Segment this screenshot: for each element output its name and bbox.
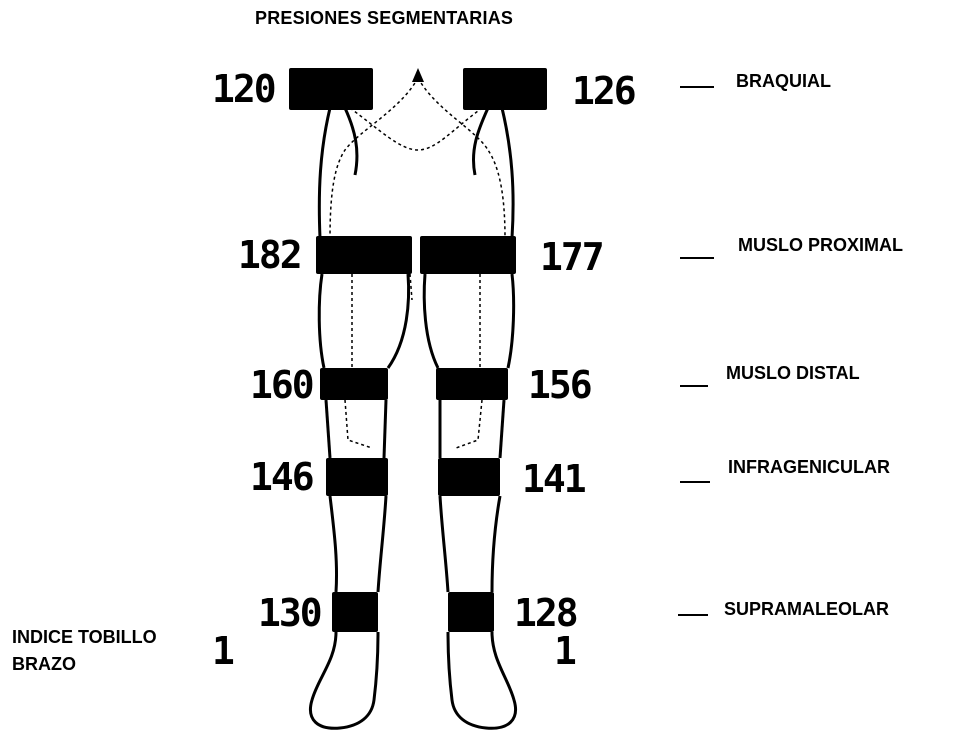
left-calf-inner xyxy=(440,496,448,592)
infragenicular-label: INFRAGENICULAR xyxy=(728,458,890,476)
left-foot xyxy=(448,632,516,728)
supramaleolar-leader xyxy=(678,614,708,616)
braquial-right-value: 120 xyxy=(212,70,275,108)
right-leg-inner xyxy=(388,274,409,368)
right-arm-outline xyxy=(502,108,513,238)
right-calf-inner xyxy=(378,496,386,592)
right-leg-outer xyxy=(319,274,324,368)
cuff-braquial-right xyxy=(289,68,373,110)
supramaleolar-label: SUPRAMALEOLAR xyxy=(724,600,889,618)
muslo-proximal-leader xyxy=(680,257,714,259)
supramaleolar-left-value: 128 xyxy=(514,594,577,632)
legs-outline xyxy=(310,108,515,728)
supramaleolar-right-value: 130 xyxy=(258,594,321,632)
right-knee-inner xyxy=(384,400,386,458)
right-knee-outer xyxy=(326,400,330,458)
left-leg-inner xyxy=(424,274,438,368)
braquial-label: BRAQUIAL xyxy=(736,72,831,90)
abi-label-line2: BRAZO xyxy=(12,651,157,678)
torso-inner-right xyxy=(473,108,488,175)
braquial-leader xyxy=(680,86,714,88)
muslo-distal-left-value: 156 xyxy=(528,366,591,404)
cuff-muslo-distal-left xyxy=(436,368,508,400)
left-knee-outer xyxy=(500,400,504,458)
left-arm-outline xyxy=(319,108,330,238)
muslo-distal-label: MUSLO DISTAL xyxy=(726,364,860,382)
infragenicular-left-value: 141 xyxy=(522,460,585,498)
infragenicular-right-value: 146 xyxy=(250,458,313,496)
cuff-supramaleolar-right xyxy=(332,592,378,632)
abi-label-line1: INDICE TOBILLO xyxy=(12,624,157,651)
left-calf-outer xyxy=(492,496,500,592)
cuff-muslo-proximal-left xyxy=(420,236,516,274)
cuff-infragenicular-left xyxy=(438,458,500,496)
left-leg-outer xyxy=(508,274,514,368)
cuff-muslo-distal-right xyxy=(320,368,388,400)
abi-left-value: 1 xyxy=(554,632,575,670)
muslo-distal-leader xyxy=(680,385,708,387)
cuff-braquial-left xyxy=(463,68,547,110)
pressure-cuffs xyxy=(289,68,547,632)
muslo-proximal-right-value: 182 xyxy=(238,236,301,274)
muslo-proximal-left-value: 177 xyxy=(540,238,603,276)
head-marker xyxy=(412,68,424,82)
muslo-distal-right-value: 160 xyxy=(250,366,313,404)
braquial-left-value: 126 xyxy=(572,72,635,110)
abi-right-value: 1 xyxy=(212,632,233,670)
torso-inner-left xyxy=(345,108,357,175)
cuff-muslo-proximal-right xyxy=(316,236,412,274)
right-foot xyxy=(310,632,378,728)
right-calf-outer xyxy=(330,496,337,592)
ankle-brachial-index-label: INDICE TOBILLO BRAZO xyxy=(12,624,157,678)
infragenicular-leader xyxy=(680,481,710,483)
muslo-proximal-label: MUSLO PROXIMAL xyxy=(738,236,903,254)
cuff-infragenicular-right xyxy=(326,458,388,496)
cuff-supramaleolar-left xyxy=(448,592,494,632)
